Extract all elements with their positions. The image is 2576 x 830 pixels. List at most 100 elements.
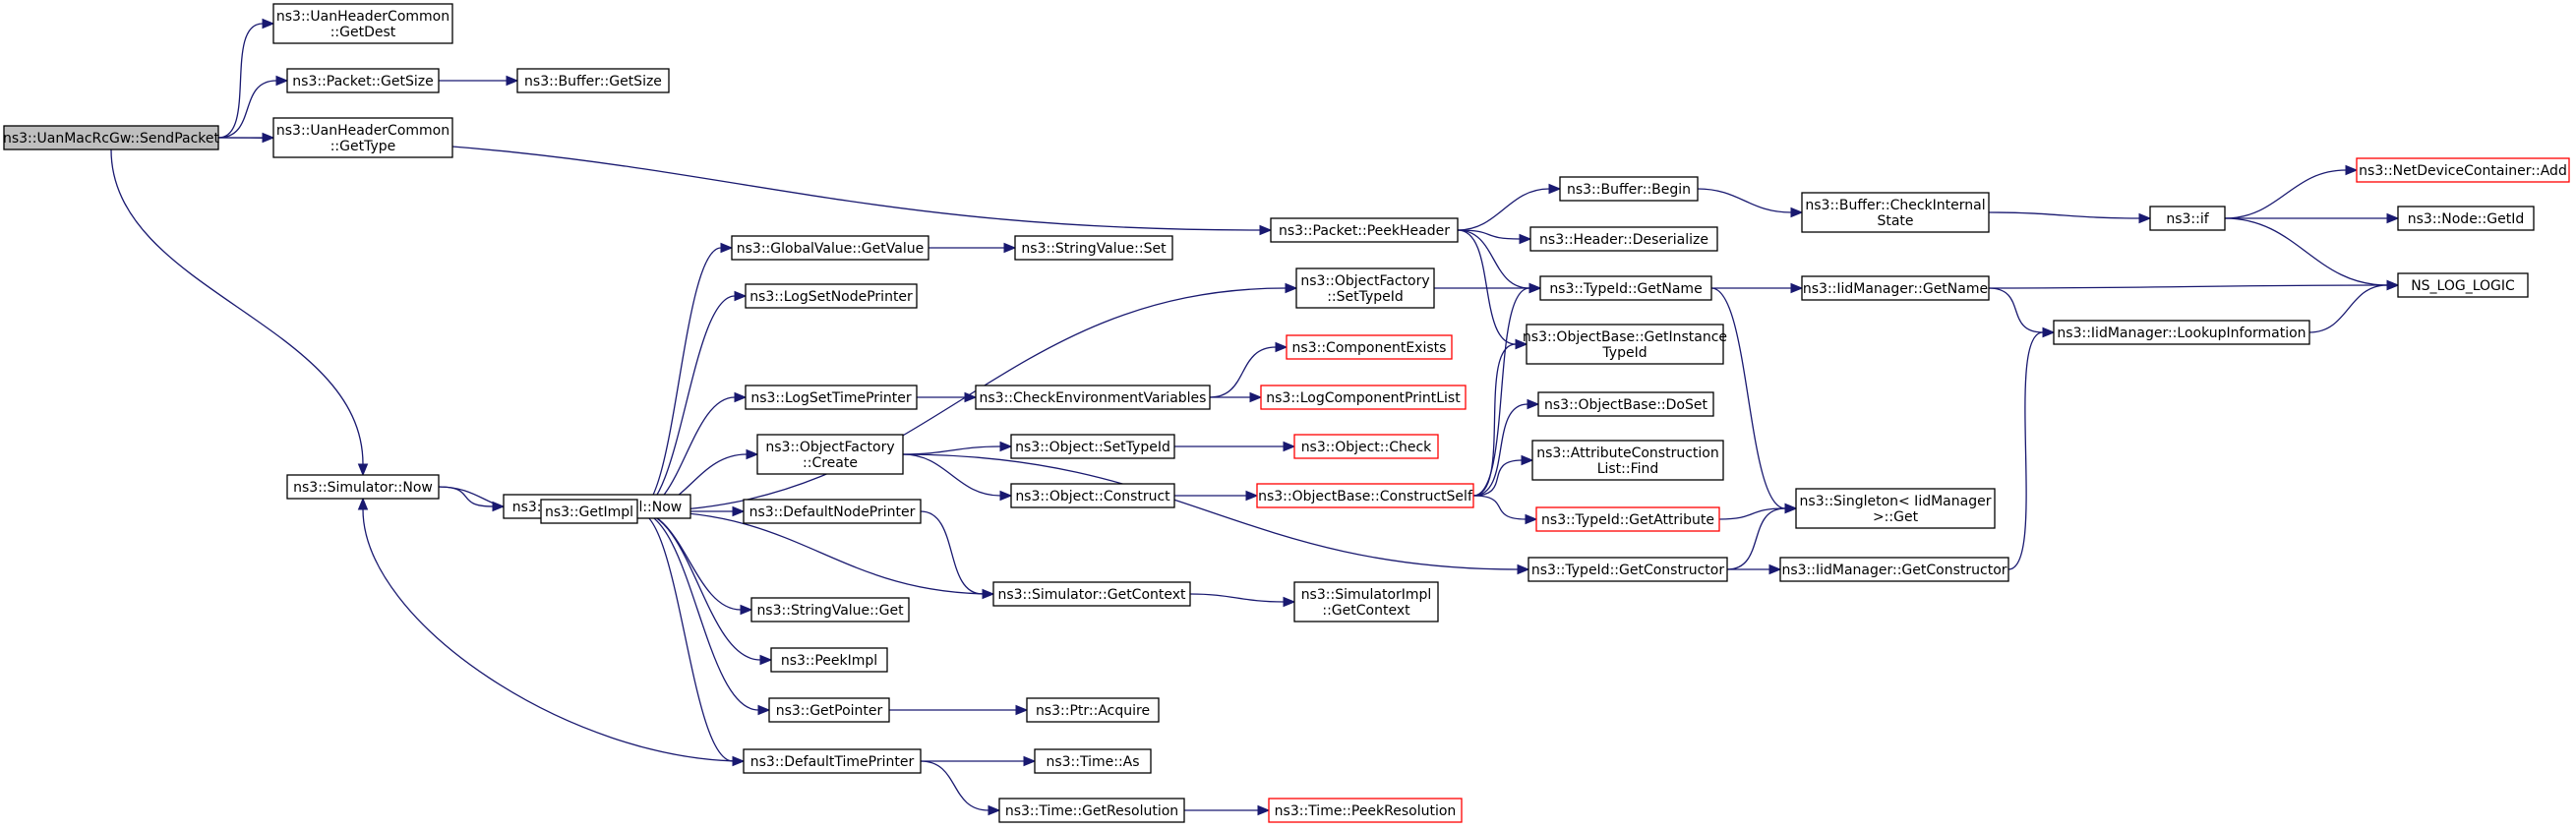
node-ns3-if[interactable]: ns3::if <box>2149 206 2226 231</box>
node-get-impl[interactable]: ns3::GetImpl <box>540 499 638 524</box>
arrowhead-icon <box>1003 242 1017 254</box>
node-node-getid[interactable]: ns3::Node::GetId <box>2397 206 2535 231</box>
node-send-packet[interactable]: ns3::UanMacRcGw::SendPacket <box>3 125 220 150</box>
node-sim-now[interactable]: ns3::Simulator::Now <box>286 474 440 500</box>
node-typeid-getname[interactable]: ns3::TypeId::GetName <box>1539 275 1712 301</box>
node-get-type[interactable]: ns3::UanHeaderCommon::GetType <box>272 117 453 158</box>
node-ndc-add[interactable]: ns3::NetDeviceContainer::Add <box>2356 157 2570 183</box>
edge-line <box>902 445 1001 455</box>
node-box <box>286 474 440 500</box>
arrowhead-icon <box>988 804 1001 816</box>
node-label: ns3::Time::PeekResolution <box>1275 803 1457 819</box>
node-typeid-getctor[interactable]: ns3::TypeId::GetConstructor <box>1528 557 1728 582</box>
node-label: ns3::LogSetNodePrinter <box>749 289 913 305</box>
node-sv-set[interactable]: ns3::StringValue::Set <box>1014 235 1173 261</box>
arrowhead-icon <box>1528 282 1542 294</box>
arrowhead-icon <box>1527 398 1540 410</box>
node-peek-header[interactable]: ns3::Packet::PeekHeader <box>1270 217 1459 243</box>
node-label: ns3::IidManager::GetConstructor <box>1781 563 2007 578</box>
node-ptr-acquire[interactable]: ns3::Ptr::Acquire <box>1026 697 1160 723</box>
node-time-getres[interactable]: ns3::Time::GetResolution <box>998 798 1185 823</box>
node-label: ns3::Packet::PeekHeader <box>1279 223 1450 239</box>
node-logset-node[interactable]: ns3::LogSetNodePrinter <box>745 283 918 309</box>
node-gv-getvalue[interactable]: ns3::GlobalValue::GetValue <box>731 235 929 261</box>
node-layer: ns3::UanMacRcGw::SendPacket ns3::UanHeade… <box>3 3 2570 823</box>
node-obj-check[interactable]: ns3::Object::Check <box>1293 434 1439 459</box>
node-logset-time[interactable]: ns3::LogSetTimePrinter <box>745 385 918 410</box>
node-label: ns3::UanHeaderCommon <box>276 123 449 139</box>
node-box <box>1293 434 1439 459</box>
edge-ns3-if-to-ndc-add <box>2224 164 2359 219</box>
node-label: ns3::Time::GetResolution <box>1005 803 1178 819</box>
arrowhead-icon <box>2345 164 2359 176</box>
node-of-settypeid[interactable]: ns3::ObjectFactory::SetTypeId <box>1295 267 1435 309</box>
edge-check-env-to-logcomp-print <box>1209 391 1263 403</box>
node-iid-lookup[interactable]: ns3::IidManager::LookupInformation <box>2053 320 2310 345</box>
node-iid-getctor[interactable]: ns3::IidManager::GetConstructor <box>1779 557 2009 582</box>
arrowhead-icon <box>734 391 748 403</box>
node-get-pointer[interactable]: ns3::GetPointer <box>768 697 890 723</box>
node-simimpl-getctx[interactable]: ns3::SimulatorImpl::GetContext <box>1293 581 1439 622</box>
node-default-node[interactable]: ns3::DefaultNodePrinter <box>743 499 922 524</box>
node-ob-doset[interactable]: ns3::ObjectBase::DoSet <box>1537 391 1714 417</box>
node-time-as[interactable]: ns3::Time::As <box>1034 748 1152 774</box>
edge-check-env-to-comp-exists <box>1209 341 1288 398</box>
node-check-env[interactable]: ns3::CheckEnvironmentVariables <box>975 385 1211 410</box>
node-label: ns3::DefaultTimePrinter <box>750 754 915 770</box>
arrowhead-icon <box>732 505 746 517</box>
node-header-deser[interactable]: ns3::Header::Deserialize <box>1529 226 1718 252</box>
arrowhead-icon <box>357 497 369 510</box>
edge-line <box>217 23 264 139</box>
node-label: ns3::LogComponentPrintList <box>1266 390 1461 406</box>
node-obj-settypeid[interactable]: ns3::Object::SetTypeId <box>1010 434 1175 459</box>
node-buffer-begin[interactable]: ns3::Buffer::Begin <box>1559 176 1699 202</box>
node-singleton-get[interactable]: ns3::Singleton< IidManager >::Get <box>1795 488 1996 529</box>
arrowhead-icon <box>734 290 748 302</box>
node-get-dest[interactable]: ns3::UanHeaderCommon::GetDest <box>272 3 453 44</box>
node-label: ns3::AttributeConstruction <box>1536 445 1718 461</box>
node-buffer-getsize[interactable]: ns3::Buffer::GetSize <box>516 68 670 93</box>
edge-line <box>1697 188 1792 213</box>
edge-iid-lookup-to-log-logic <box>2308 279 2400 333</box>
node-packet-getsize[interactable]: ns3::Packet::GetSize <box>286 68 440 93</box>
edge-line <box>1457 229 1517 345</box>
node-time-peekres[interactable]: ns3::Time::PeekResolution <box>1268 798 1463 823</box>
arrowhead-icon <box>1259 224 1273 236</box>
node-box <box>1539 275 1712 301</box>
node-typeid-getattr[interactable]: ns3::TypeId::GetAttribute <box>1535 506 1720 532</box>
node-sv-get[interactable]: ns3::StringValue::Get <box>750 597 910 622</box>
node-logcomp-print[interactable]: ns3::LogComponentPrintList <box>1260 385 1467 410</box>
node-label: ns3::Buffer::GetSize <box>524 74 662 89</box>
node-label: ns3::TypeId::GetName <box>1549 281 1702 297</box>
node-comp-exists[interactable]: ns3::ComponentExists <box>1286 334 1453 360</box>
node-box <box>1295 267 1435 309</box>
node-box <box>756 434 904 475</box>
edge-typeid-getattr-to-singleton-get <box>1718 503 1798 520</box>
arrowhead-icon <box>1245 490 1259 502</box>
arrowhead-icon <box>1768 563 1782 575</box>
node-log-logic[interactable]: NS_LOG_LOGIC <box>2397 272 2529 298</box>
edge-line <box>1472 287 1530 497</box>
node-obj-construct[interactable]: ns3::Object::Construct <box>1010 483 1175 508</box>
edge-line <box>636 510 734 762</box>
node-box <box>768 697 890 723</box>
node-peek-impl[interactable]: ns3::PeekImpl <box>770 647 888 673</box>
edge-line <box>1472 495 1527 520</box>
node-box <box>1531 440 1724 481</box>
node-ob-constructself[interactable]: ns3::ObjectBase::ConstructSelf <box>1256 483 1474 508</box>
edge-ob-constructself-to-ob-getinst <box>1472 338 1528 497</box>
node-label: ns3::Header::Deserialize <box>1539 232 1708 248</box>
edge-line <box>636 295 736 512</box>
arrowhead-icon <box>1519 233 1532 245</box>
node-iid-getname[interactable]: ns3::IidManager::GetName <box>1801 275 1990 301</box>
node-default-time[interactable]: ns3::DefaultTimePrinter <box>743 748 922 774</box>
node-label: ns3::DefaultNodePrinter <box>749 504 916 520</box>
node-sim-getctx[interactable]: ns3::Simulator::GetContext <box>992 581 1191 607</box>
edge-obj-settypeid-to-obj-check <box>1173 441 1296 452</box>
node-of-create[interactable]: ns3::ObjectFactory::Create <box>756 434 904 475</box>
edge-ob-constructself-to-attr-find <box>1472 454 1534 497</box>
node-label: ns3::if <box>2166 211 2209 227</box>
